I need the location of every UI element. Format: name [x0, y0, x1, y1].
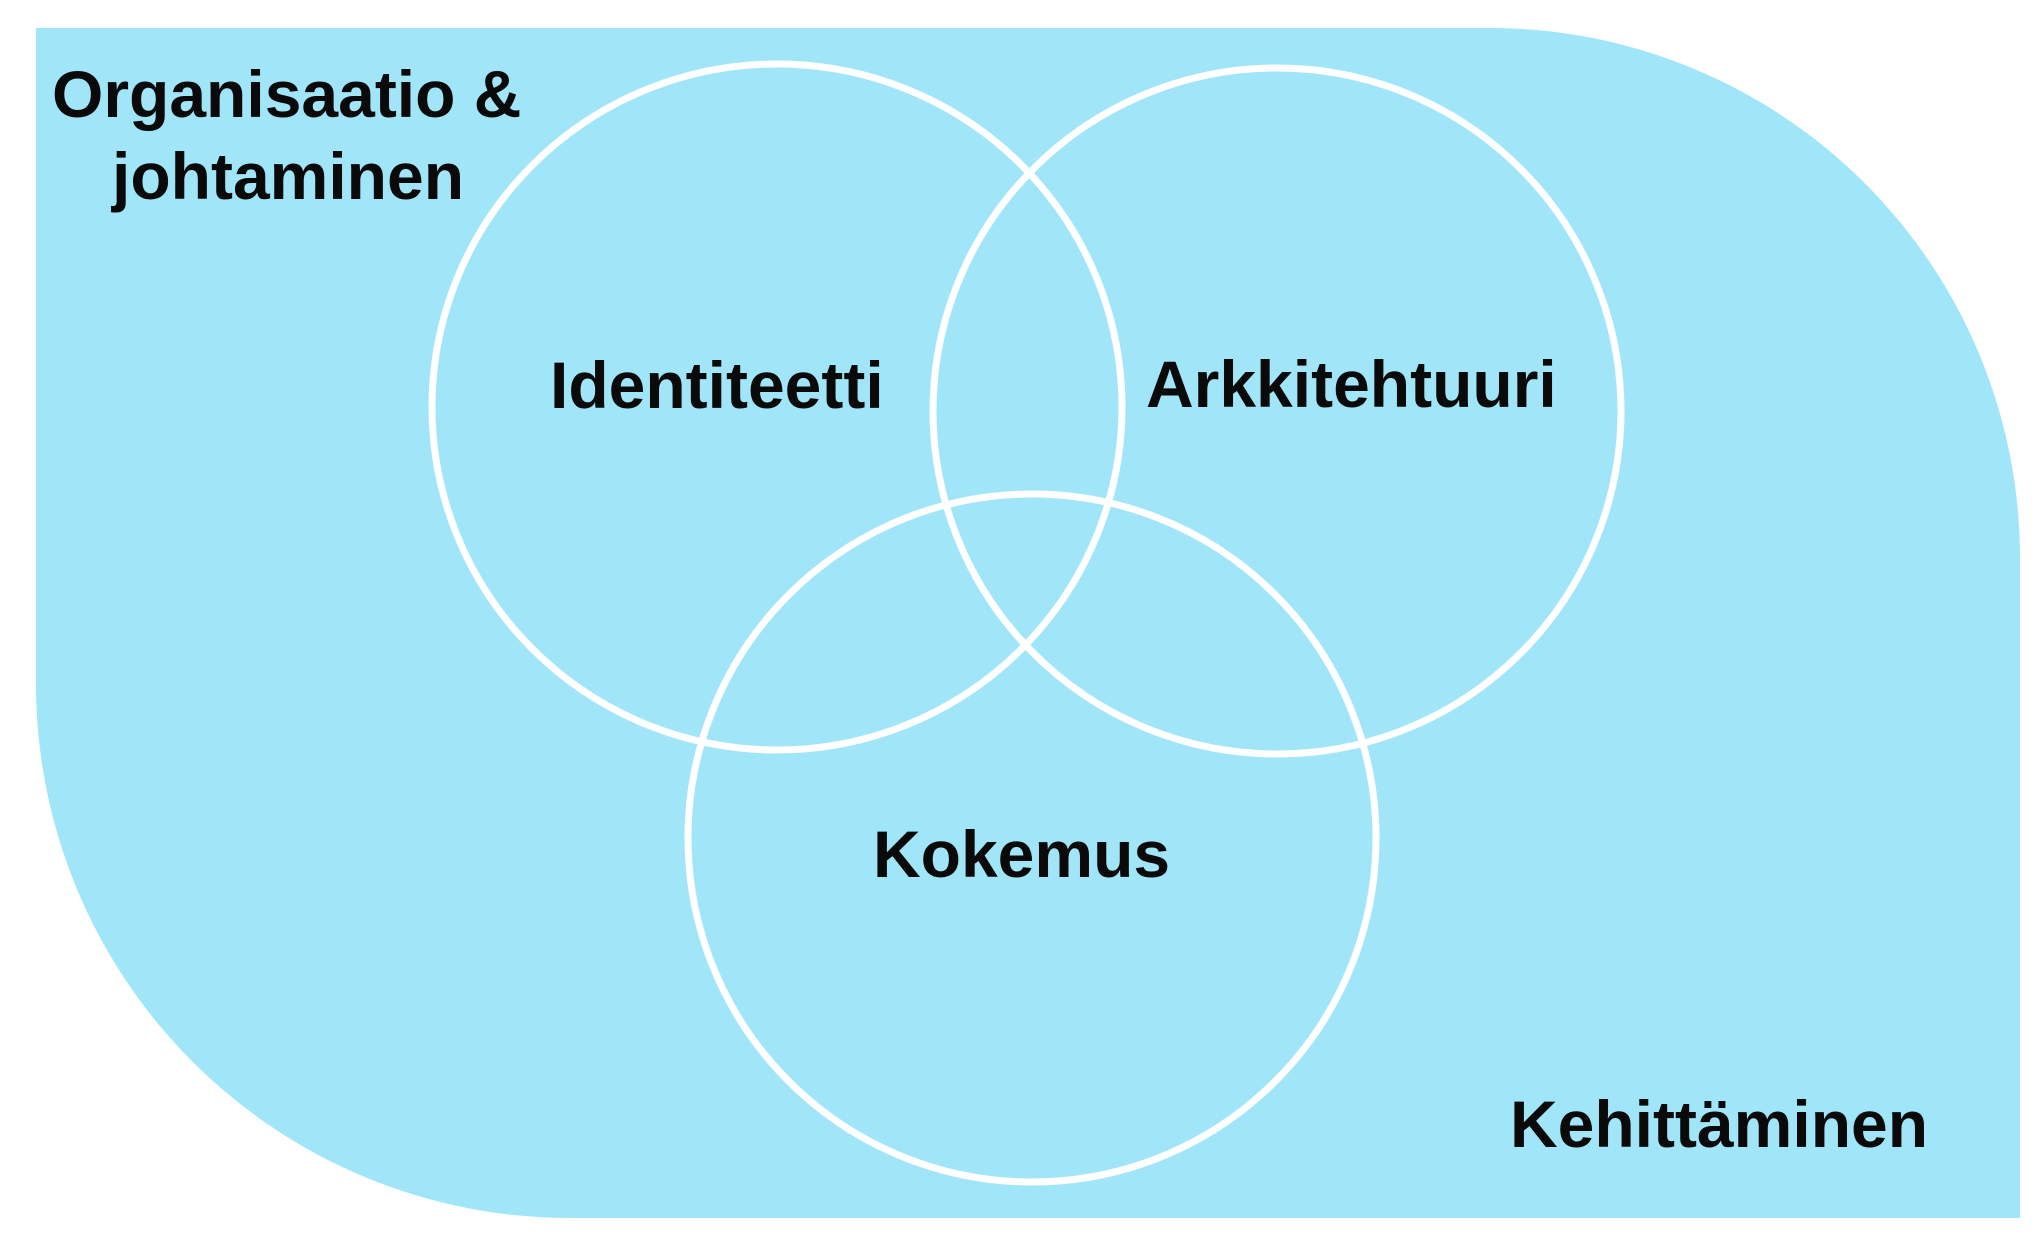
- identity-label: Identiteetti: [550, 348, 884, 422]
- circle-experience: [684, 490, 1380, 1186]
- background-shape: [36, 28, 2020, 1218]
- organization-label-line2: johtaminen: [110, 139, 464, 213]
- circle-architecture: [929, 64, 1625, 758]
- organization-label-line1: Organisaatio &: [52, 57, 521, 131]
- circle-identity: [428, 60, 1126, 754]
- architecture-label: Arkkitehtuuri: [1146, 347, 1557, 421]
- experience-label: Kokemus: [873, 817, 1170, 891]
- venn-circles: [428, 60, 1625, 1186]
- development-label: Kehittäminen: [1510, 1087, 1928, 1161]
